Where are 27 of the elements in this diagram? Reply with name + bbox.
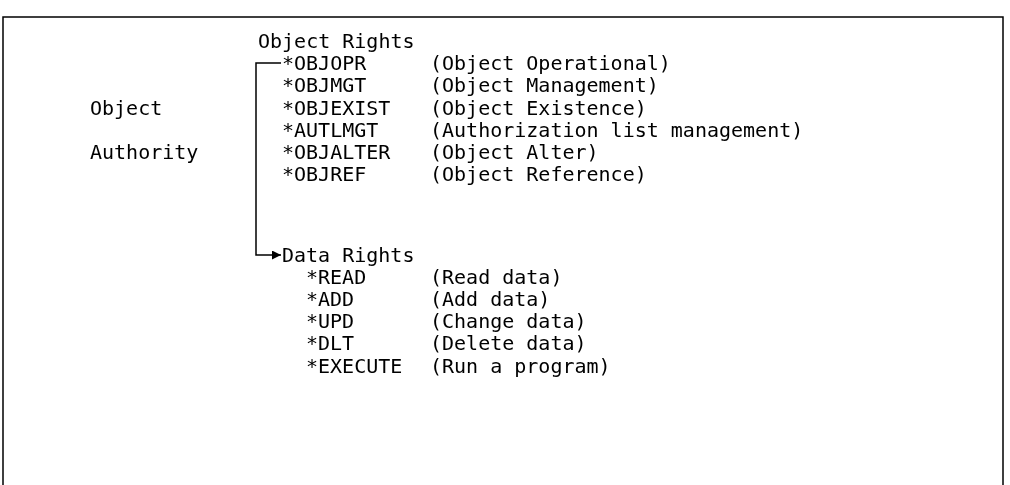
text-label: (Read data) bbox=[430, 266, 563, 288]
text-label: (Change data) bbox=[430, 310, 587, 332]
text-label: *UPD bbox=[306, 310, 355, 332]
node-label: *OBJOPR bbox=[282, 52, 367, 74]
text-label: Object bbox=[90, 97, 163, 119]
text-label: (Object Management) bbox=[430, 74, 659, 96]
text-label: *OBJALTER bbox=[282, 141, 391, 163]
text-label: *DLT bbox=[306, 332, 355, 354]
node-label: Data Rights bbox=[282, 244, 415, 266]
text-label: (Object Existence) bbox=[430, 97, 647, 119]
node-description: (Object Operational) bbox=[430, 52, 671, 74]
text-label: (Add data) bbox=[430, 288, 551, 310]
text-label: *ADD bbox=[306, 288, 355, 310]
bracket-arrow bbox=[255, 62, 282, 260]
text-label: *READ bbox=[306, 266, 367, 288]
text-label: (Object Reference) bbox=[430, 163, 647, 185]
text-label: *OBJREF bbox=[282, 163, 367, 185]
text-label: (Run a program) bbox=[430, 355, 611, 377]
text-label: *AUTLMGT bbox=[282, 119, 379, 141]
group-heading: Object Rights bbox=[258, 30, 415, 52]
text-label: *OBJMGT bbox=[282, 74, 367, 96]
text-label: (Object Alter) bbox=[430, 141, 599, 163]
text-label: (Authorization list management) bbox=[430, 119, 804, 141]
text-label: Authority bbox=[90, 141, 199, 163]
text-label: (Delete data) bbox=[430, 332, 587, 354]
text-label: *EXECUTE bbox=[306, 355, 403, 377]
text-label: *OBJEXIST bbox=[282, 97, 391, 119]
